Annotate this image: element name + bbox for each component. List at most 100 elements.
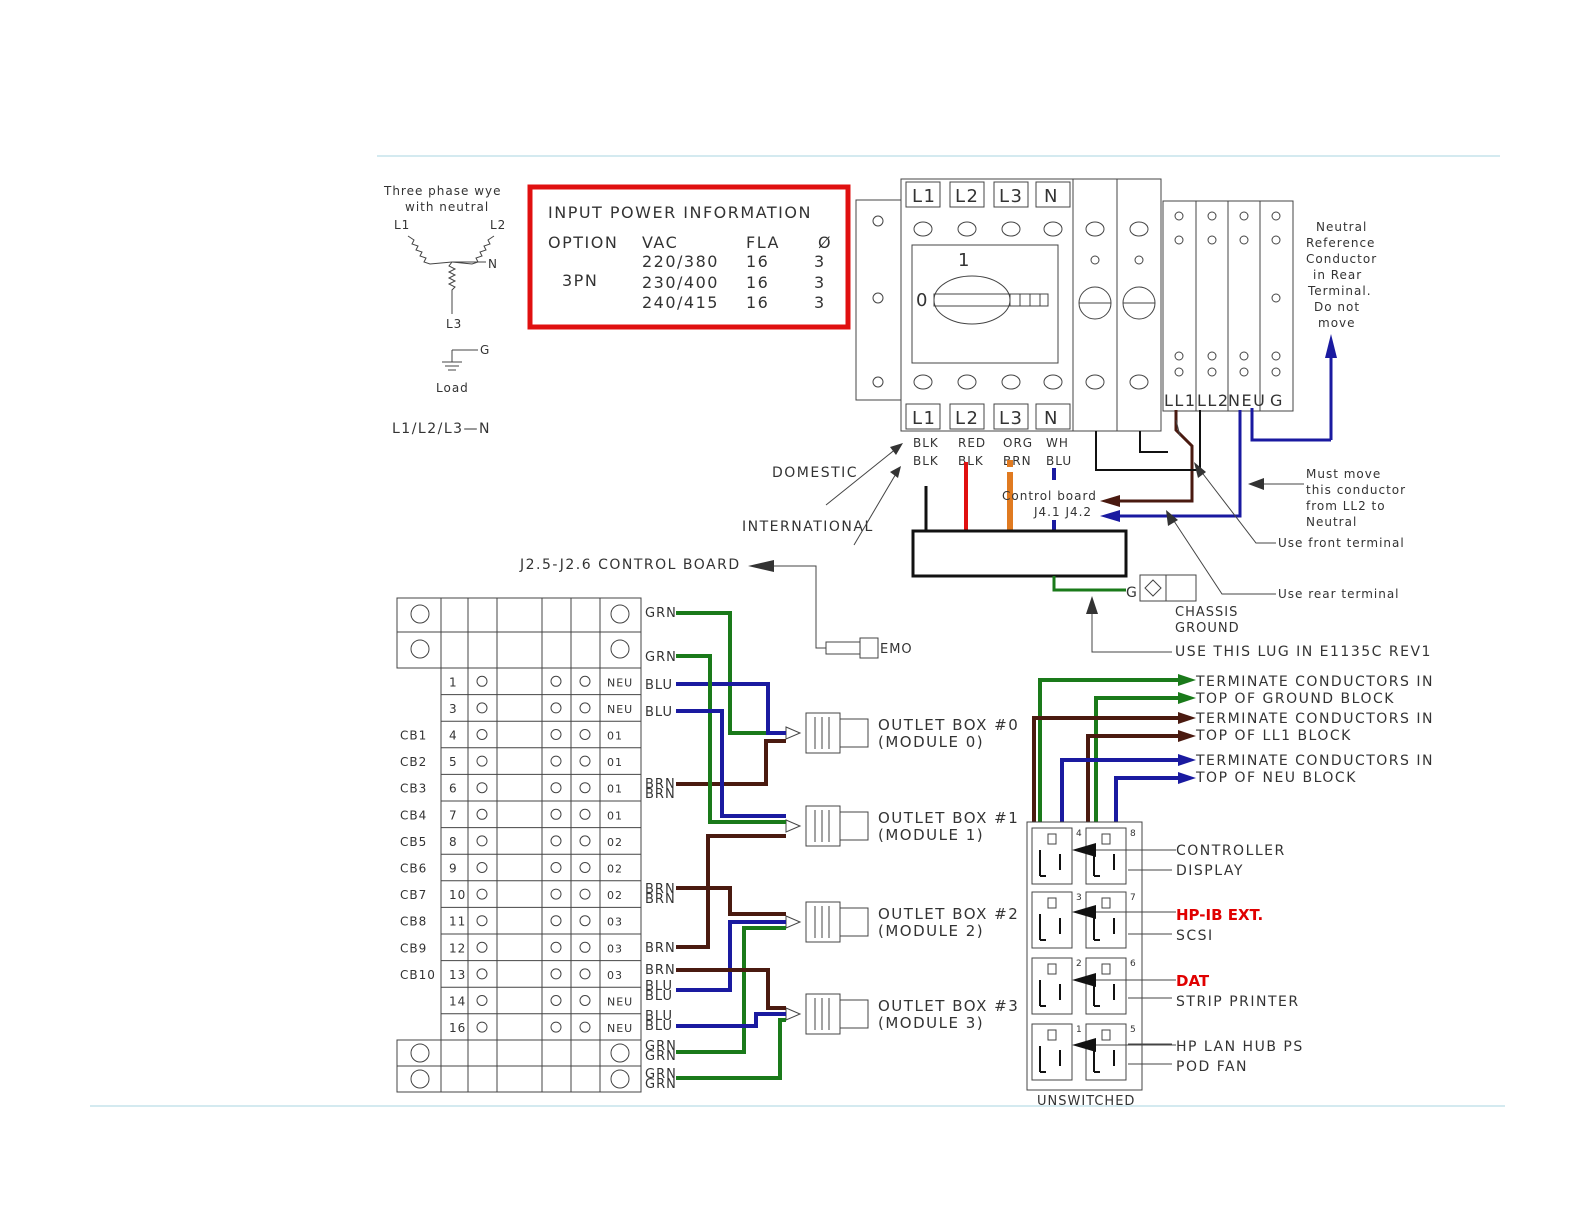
use-this-lug: USE THIS LUG IN E1135C REV1 [1175, 644, 1432, 660]
screw-icon [476, 675, 488, 687]
screw-icon [550, 755, 562, 767]
wire-label: GRN [645, 650, 677, 665]
screw-icon [579, 702, 591, 714]
origin-labels: DOMESTIC INTERNATIONAL [742, 443, 903, 546]
phase-label: 02 [607, 889, 623, 902]
arrow-right-icon [1178, 754, 1196, 766]
phase-row-3: 3 [814, 293, 826, 312]
screw-icon [579, 808, 591, 820]
fla-row-3: 16 [746, 293, 769, 312]
left-rail [855, 199, 902, 401]
wye-coil-l3 [447, 261, 457, 314]
screw-icon [476, 782, 488, 794]
ground-g-label: G [1126, 585, 1138, 601]
outlet-box-name: OUTLET BOX #1 [878, 809, 1019, 827]
switch-panel [911, 244, 1059, 364]
screw-icon [550, 729, 562, 740]
wye-title-1: Three phase wye [383, 184, 502, 198]
row-number: 5 [449, 755, 458, 769]
row-number: 8 [449, 835, 458, 849]
wye-n: N [488, 257, 498, 271]
terminal-ll1: LL1 [1164, 391, 1197, 410]
chassis-ground: G CHASSIS GROUND USE THIS LUG IN E1135C … [1052, 574, 1432, 660]
arrow-left-icon [1072, 973, 1096, 987]
strip-ground-icons [410, 604, 630, 1089]
outlet-box-1: OUTLET BOX #1(MODULE 1) [785, 805, 1019, 847]
neutral-note-line: Reference [1306, 236, 1375, 250]
wire-label: GRN [645, 1067, 677, 1082]
neutral-ref-wire [1250, 408, 1331, 442]
terminate-line: TOP OF LL1 BLOCK [1195, 728, 1352, 744]
outlet-box-name: OUTLET BOX #3 [878, 997, 1019, 1015]
row-number: 13 [449, 968, 466, 982]
wye-caption: L1/L2/L3—N [392, 421, 491, 437]
screw-icon [579, 915, 591, 927]
row-number: 9 [449, 862, 458, 876]
arrow-left-icon [1072, 905, 1096, 919]
outlet-number: 8 [1130, 829, 1136, 839]
outlet-number: 4 [1076, 829, 1082, 839]
outlet-box-name: OUTLET BOX #0 [878, 716, 1019, 734]
phase-label: 01 [607, 756, 623, 769]
cb-label: CB2 [400, 755, 427, 769]
screw-icon [579, 755, 591, 767]
bottom-n: N [1044, 408, 1059, 429]
screw-icon [579, 835, 591, 847]
neutral-note-line: Conductor [1306, 252, 1377, 266]
outlet-box-module: (MODULE 1) [878, 826, 984, 844]
intl-color-2: BLK [958, 454, 984, 468]
outlet-label: HP-IB EXT. [1176, 906, 1263, 924]
terminal-g: G [1270, 391, 1284, 410]
input-power-box: INPUT POWER INFORMATION OPTION VAC FLA Ø… [527, 184, 851, 330]
phase-label: 01 [607, 730, 623, 743]
arrow-right-icon [1178, 730, 1196, 742]
wye-schematic: Three phase wye with neutral L1 L2 N L3 … [383, 184, 505, 437]
terminate-line: TERMINATE CONDUCTORS IN [1195, 753, 1434, 769]
terminate-line: TOP OF NEU BLOCK [1195, 770, 1357, 786]
chassis-ground-1: CHASSIS [1175, 605, 1238, 620]
screw-icon [579, 888, 591, 900]
screw-icon [579, 995, 591, 1006]
phase-label: 03 [607, 916, 623, 929]
fla-row-1: 16 [746, 252, 769, 271]
screw-icon [872, 376, 884, 388]
screw-icon [579, 862, 591, 873]
breaker-top-terminals: L1 L2 L3 N [905, 181, 1071, 208]
dom-color-2: RED [958, 436, 986, 450]
international-label: INTERNATIONAL [742, 519, 874, 535]
dom-color-1: BLK [913, 436, 939, 450]
wye-coil-l1 [407, 235, 453, 265]
bottom-l2: L2 [955, 408, 979, 429]
outlet-box-module: (MODULE 0) [878, 733, 984, 751]
screw-icon [550, 941, 562, 953]
arrow-up-icon [1086, 596, 1098, 614]
outlet-number: 3 [1076, 893, 1082, 903]
phase-label: NEU [607, 676, 633, 689]
terminal-neu: NEU [1228, 391, 1266, 410]
wire-label: BRN [645, 882, 676, 897]
phase-label: NEU [607, 703, 633, 716]
input-power-border [527, 184, 851, 330]
arrow-left-icon [1072, 1038, 1096, 1052]
breaker-screws [913, 221, 1063, 390]
phase-label: 03 [607, 942, 623, 955]
screw-icon [872, 292, 884, 304]
dom-color-4: WH [1046, 436, 1069, 450]
phase-label: 03 [607, 969, 623, 982]
hdr-phase: Ø [818, 233, 832, 252]
switch-handle[interactable] [933, 293, 1049, 307]
neutral-note-line: Neutral [1316, 220, 1367, 234]
arrow-right-icon [1178, 692, 1196, 704]
arrow-left-icon [1248, 478, 1264, 490]
control-box [911, 529, 1128, 578]
chassis-ground-2: GROUND [1175, 621, 1240, 636]
screw-icon [579, 729, 591, 740]
row-number: 1 [449, 675, 458, 689]
screw-icon [550, 888, 562, 900]
outlet-label: SCSI [1176, 928, 1214, 944]
must-move-line: this conductor [1306, 483, 1406, 497]
use-front-terminal: Use front terminal [1278, 536, 1405, 550]
screw-icon [550, 1021, 562, 1033]
outlet-box-name: OUTLET BOX #2 [878, 905, 1019, 923]
